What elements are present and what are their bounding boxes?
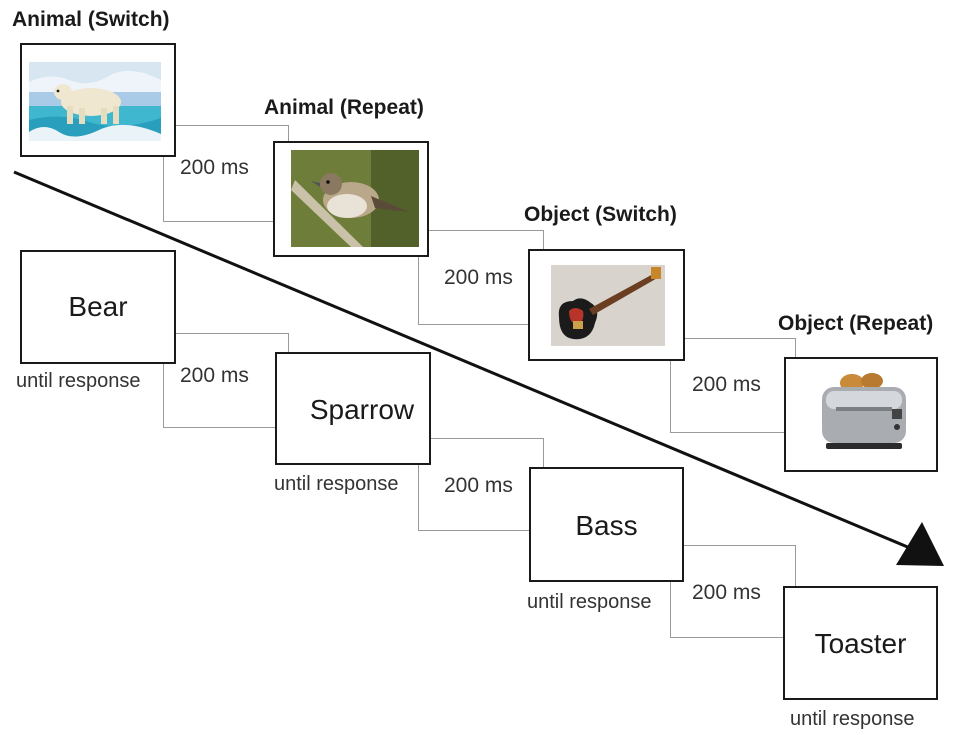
- isi-label: 200 ms: [444, 266, 513, 289]
- isi-box: [163, 125, 289, 222]
- word-text: Bear: [68, 291, 128, 322]
- picture-frame-polar-bear: [20, 43, 176, 157]
- trial-label: Animal (Repeat): [264, 96, 424, 119]
- duration-label: until response: [527, 591, 652, 613]
- picture-frame-sparrow: [273, 141, 429, 257]
- isi-box: [418, 438, 544, 531]
- word-text: Sparrow: [309, 394, 415, 425]
- duration-label: until response: [274, 473, 399, 495]
- word-frame-sparrow: Sparrow: [275, 352, 431, 465]
- isi-label: 200 ms: [444, 474, 513, 497]
- word-text: Bass: [575, 509, 638, 541]
- isi-label: 200 ms: [180, 364, 249, 387]
- trial-label: Object (Repeat): [778, 312, 934, 335]
- isi-box: [418, 230, 544, 325]
- isi-box: [670, 545, 796, 638]
- bass-guitar-image: [551, 265, 665, 346]
- isi-label: 200 ms: [692, 581, 761, 604]
- word-frame-toaster: Toaster: [783, 586, 938, 700]
- sparrow-image: [291, 150, 419, 247]
- picture-frame-bass-guitar: [528, 249, 685, 361]
- toaster-image: [816, 369, 912, 455]
- time-arrow-shaft: [13, 170, 911, 550]
- time-arrow-head: [896, 522, 944, 566]
- isi-box: [163, 333, 289, 428]
- trial-label: Animal (Switch): [12, 8, 170, 31]
- duration-label: until response: [16, 370, 141, 392]
- polar-bear-image: [29, 62, 161, 141]
- duration-label: until response: [790, 708, 915, 730]
- word-frame-bear: Bear: [20, 250, 176, 364]
- word-frame-bass: Bass: [529, 467, 684, 582]
- isi-box: [670, 338, 796, 433]
- isi-label: 200 ms: [692, 373, 761, 396]
- trial-label: Object (Switch): [524, 203, 677, 226]
- picture-frame-toaster: [784, 357, 938, 472]
- word-text: Toaster: [814, 628, 907, 659]
- isi-label: 200 ms: [180, 156, 249, 179]
